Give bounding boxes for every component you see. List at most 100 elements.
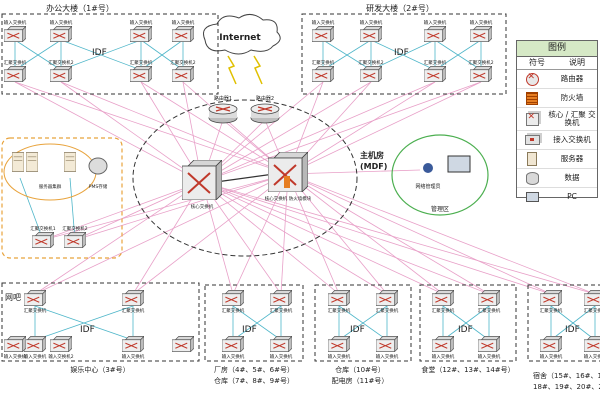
server-link [69, 177, 76, 241]
office-agg-switch [130, 66, 152, 82]
rd-access-switch [312, 26, 334, 42]
factory-agg-label: 汇聚交换机 [222, 307, 245, 314]
office-agg-switch [50, 66, 72, 82]
rd-agg-switch [470, 66, 492, 82]
entertainment-access-switch [4, 336, 26, 352]
legend-row-pc: PC [517, 188, 597, 206]
dorm-core-link [287, 173, 552, 295]
legend-row-router: 路由器 [517, 70, 597, 89]
canteen-core-link [201, 181, 444, 295]
warehouse-access-label: 输入交换机 [328, 353, 351, 360]
entertainment-core-link [34, 181, 203, 295]
office-agg-label: 汇聚交换机2 [170, 59, 195, 66]
core-switch [182, 160, 222, 200]
mgmt-zone [391, 134, 489, 216]
office-uplink [140, 39, 184, 71]
rd-agg-label: 汇聚交换机2 [358, 59, 383, 66]
canteen-zone [419, 284, 517, 362]
office-access-label: 输入交换机 [50, 19, 73, 26]
pc-icon [447, 155, 471, 173]
legend-label-database: 数据 [564, 173, 580, 182]
legend-label-router: 路由器 [560, 74, 584, 83]
legend-title: 图例 [517, 41, 597, 57]
legend-label-pc: PC [567, 192, 577, 201]
factory-agg-switch [222, 290, 244, 306]
dorm-idf-label: IDF [565, 325, 580, 335]
office-uplink [60, 39, 142, 71]
factory-idf-label: IDF [242, 325, 257, 335]
factory-access-label: 输入交换机 [222, 353, 245, 360]
entertainment-access-label: 输入交换机 [24, 353, 47, 360]
rd-core-link [201, 81, 436, 183]
dorm-agg-label: 汇聚交换机 [584, 307, 600, 314]
server-agg-label: 汇聚交换机2 [62, 225, 87, 232]
rd-uplink [322, 39, 372, 71]
rd-access-switch [360, 26, 382, 42]
rd-agg-switch [424, 66, 446, 82]
factory-agg-switch [270, 290, 292, 306]
warehouse-core-link [201, 181, 340, 295]
internet-cloud: Internet [203, 14, 281, 55]
server-core-link [74, 181, 203, 241]
factory-downlink [232, 305, 282, 341]
office-core-link [140, 81, 289, 175]
office-access-switch [130, 26, 152, 42]
warehouse-downlink [338, 305, 388, 341]
server-icon [64, 152, 76, 172]
server-icon [527, 152, 537, 166]
entertainment-access-label: 输入交换机 [4, 353, 27, 360]
entertainment-idf-label: IDF [80, 325, 95, 335]
legend-col-symbol: 符号 [529, 58, 545, 67]
dorm-agg-label: 汇聚交换机 [540, 307, 563, 314]
server-zone [1, 137, 123, 259]
legend-row-core-switch: 核心 / 汇聚 交换机 [517, 108, 597, 131]
server-core-link [74, 173, 289, 241]
rd-uplink [370, 39, 436, 71]
warehouse-core-link [201, 181, 388, 295]
office-access-switch [172, 26, 194, 42]
entertainment-access-label: 输入交换机 [122, 353, 145, 360]
entertainment-zone [1, 282, 200, 362]
office-idf-label: IDF [92, 48, 107, 58]
rd-agg-label: 汇聚交换机2 [468, 59, 493, 66]
rd-agg-switch [312, 66, 334, 82]
rd-access-switch [424, 26, 446, 42]
office-access-label: 输入交换机 [172, 19, 195, 26]
entertainment-access-label: 输入交换机2 [48, 353, 73, 360]
dorm-downlink [550, 305, 596, 341]
entertainment-agg-label: 汇聚交换机 [122, 307, 145, 314]
office-agg-switch [172, 66, 194, 82]
canteen-core-link [287, 173, 444, 295]
warehouse-agg-label: 汇聚交换机 [328, 307, 351, 314]
warehouse-access-switch [376, 336, 398, 352]
dorm-caption-2: 18#、19#、20#、21 [533, 383, 600, 391]
office-access-switch [4, 26, 26, 42]
rd-access-label: 输入交换机 [360, 19, 383, 26]
dorm-core-link [201, 181, 596, 295]
server-icon [26, 152, 38, 172]
rd-agg-switch [360, 66, 382, 82]
internet-link-2 [253, 55, 263, 85]
router-icon [525, 72, 539, 86]
office-agg-label: 汇聚交换机 [130, 59, 153, 66]
office-core-link [14, 81, 289, 175]
entertainment-access-switch [24, 336, 46, 352]
server-core-link [42, 181, 203, 241]
server-cluster-label: 服务器集群 [39, 183, 62, 190]
rd-idf-label: IDF [394, 48, 409, 58]
canteen-agg-switch [478, 290, 500, 306]
legend-label-server: 服务器 [560, 154, 584, 163]
rd-access-switch [470, 26, 492, 42]
warehouse-caption-2: 配电房（11#号） [332, 376, 389, 385]
entertainment-access-switch [172, 336, 194, 352]
server-link [19, 177, 44, 241]
database-icon [525, 171, 539, 185]
entertainment-core-link [132, 173, 289, 295]
rd-access-label: 输入交换机 [424, 19, 447, 26]
core-switch-icon [525, 112, 539, 126]
entertainment-agg-label: 汇聚交换机 [24, 307, 47, 314]
rd-uplink [434, 39, 482, 71]
office-building-title: 办公大楼（1#号） [46, 3, 114, 13]
dorm-core-link [287, 173, 596, 295]
